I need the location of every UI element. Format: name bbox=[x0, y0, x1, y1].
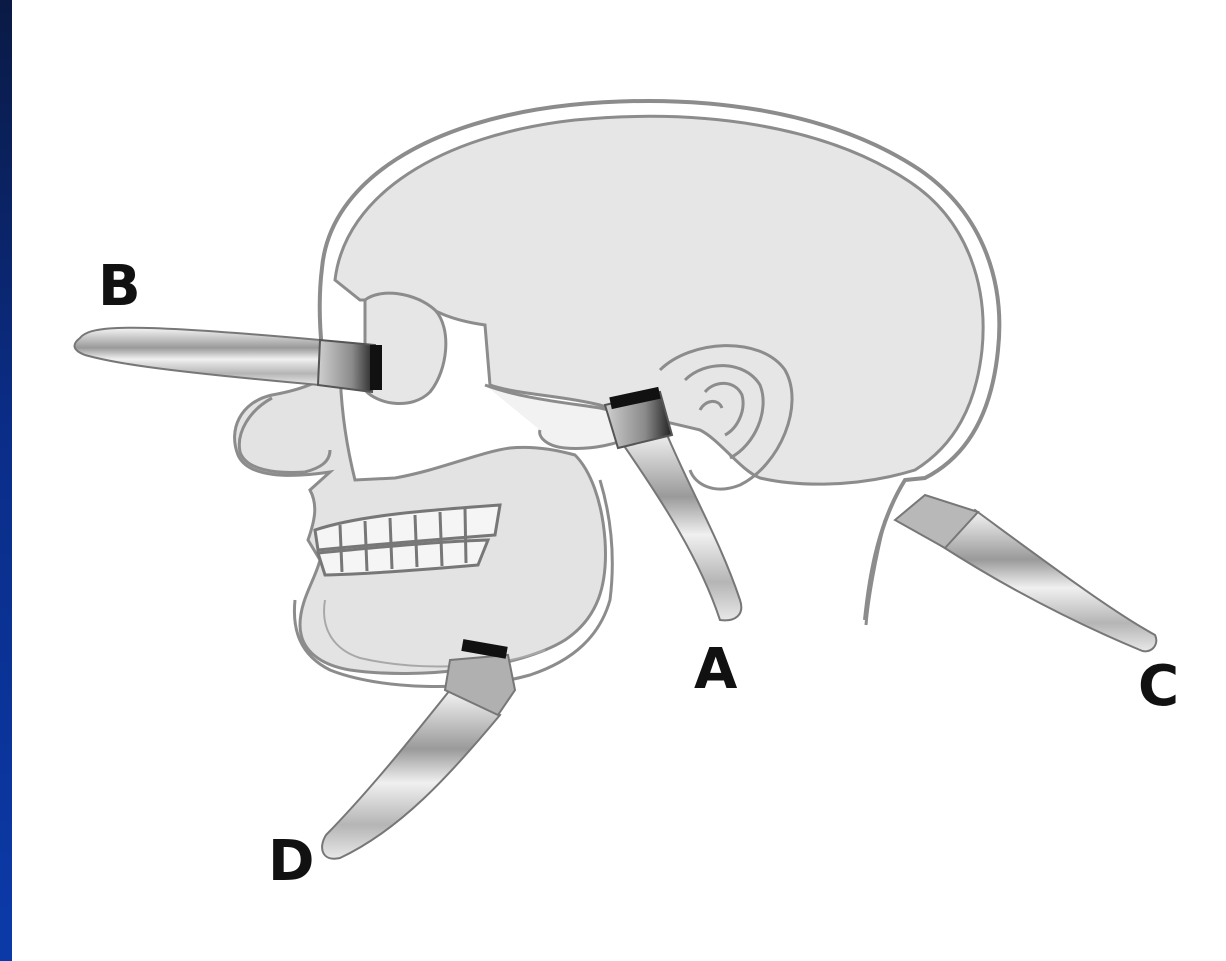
label-d: D bbox=[268, 829, 314, 894]
label-b: B bbox=[98, 254, 141, 319]
probe-c bbox=[895, 495, 1156, 651]
probe-b bbox=[75, 328, 382, 392]
neck-line bbox=[866, 520, 885, 625]
label-a: A bbox=[694, 637, 738, 702]
label-c: C bbox=[1138, 654, 1179, 719]
